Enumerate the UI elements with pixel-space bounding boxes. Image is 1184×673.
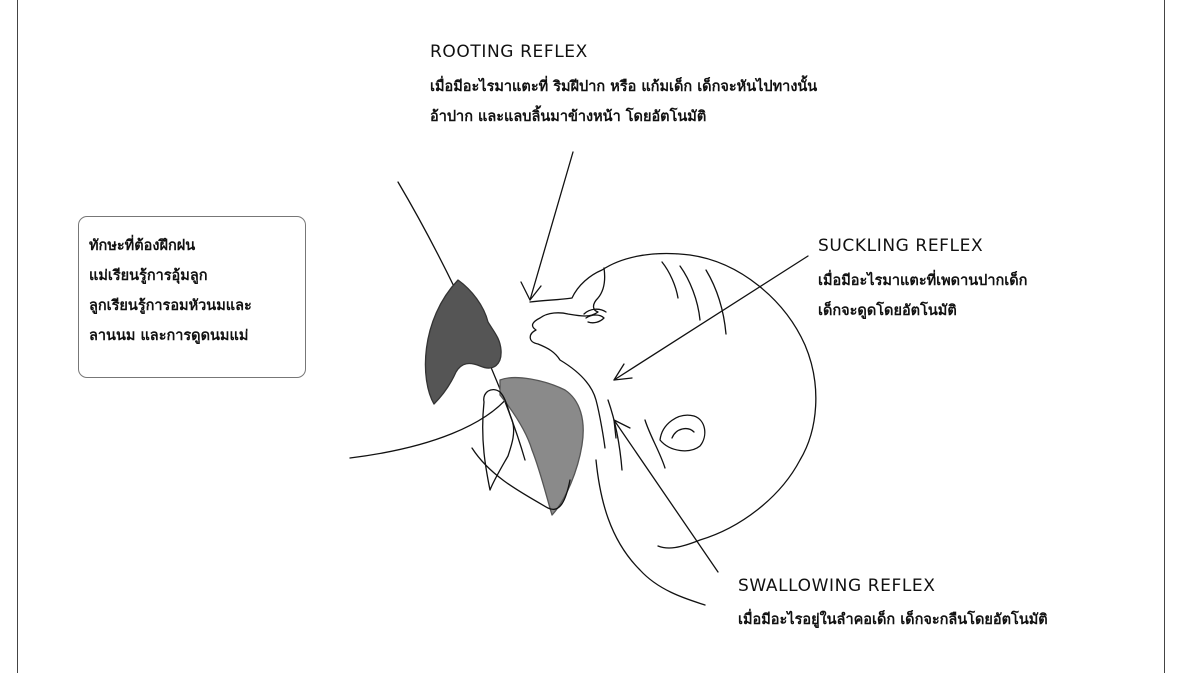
suckling-line-1: เมื่อมีอะไรมาแตะที่เพดานปากเด็ก <box>818 266 1027 296</box>
skills-line-4: ลานนม และการดูดนมแม่ <box>89 321 305 351</box>
skills-line-1: ทักษะที่ต้องฝึกฝน <box>89 231 305 261</box>
suckling-pointer <box>614 256 808 380</box>
rooting-line-2: อ้าปาก และแลบลิ้นมาข้างหน้า โดยอัตโนมัติ <box>430 102 817 132</box>
suckling-line-2: เด็กจะดูดโดยอัตโนมัติ <box>818 296 1027 326</box>
rooting-reflex-description: เมื่อมีอะไรมาแตะที่ ริมฝีปาก หรือ แก้มเด… <box>430 72 817 132</box>
swallowing-reflex-description: เมื่อมีอะไรอยู่ในลำคอเด็ก เด็กจะกลืนโดยอ… <box>738 605 1048 635</box>
skills-line-3: ลูกเรียนรู้การอมหัวนมและ <box>89 291 305 321</box>
nipple-shape <box>425 280 501 404</box>
baby-hand-shape <box>500 378 583 515</box>
baby-neck <box>608 400 622 470</box>
rooting-reflex-title: ROOTING REFLEX <box>430 42 588 62</box>
baby-hair <box>680 266 700 320</box>
suckling-reflex-description: เมื่อมีอะไรมาแตะที่เพดานปากเด็ก เด็กจะดู… <box>818 266 1027 326</box>
swallowing-reflex-title: SWALLOWING REFLEX <box>738 576 936 596</box>
breast-underside <box>350 392 512 458</box>
baby-body <box>596 460 705 605</box>
rooting-line-1: เมื่อมีอะไรมาแตะที่ ริมฝีปาก หรือ แก้มเด… <box>430 72 817 102</box>
swallowing-line-1: เมื่อมีอะไรอยู่ในลำคอเด็ก เด็กจะกลืนโดยอ… <box>738 605 1048 635</box>
skills-callout-box: ทักษะที่ต้องฝึกฝน แม่เรียนรู้การอุ้มลูก … <box>78 216 306 378</box>
skills-line-2: แม่เรียนรู้การอุ้มลูก <box>89 261 305 291</box>
baby-ear <box>660 415 705 451</box>
suckling-reflex-title: SUCKLING REFLEX <box>818 236 983 256</box>
rooting-pointer <box>530 152 573 300</box>
baby-eye <box>586 315 604 323</box>
